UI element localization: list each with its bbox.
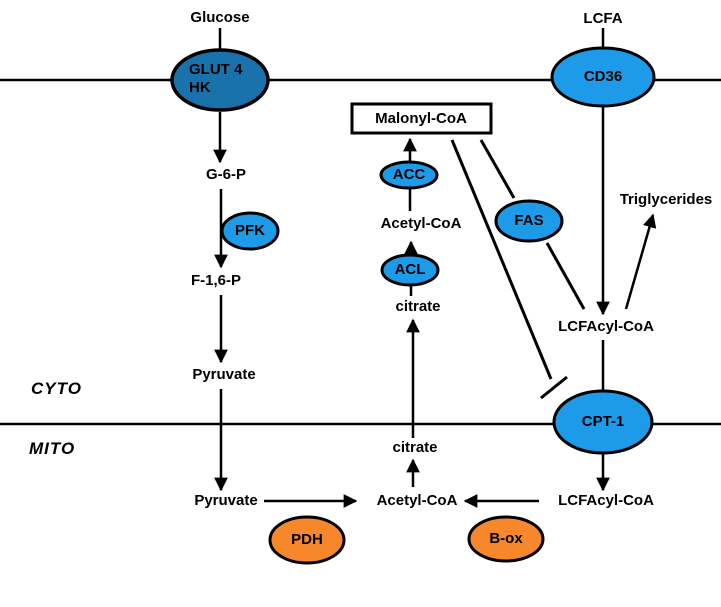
label-triglycerides: Triglycerides [619, 191, 713, 208]
edge-fas-lcfacylcoa [545, 242, 586, 310]
beta-ox-node [467, 515, 545, 563]
label-pdh: PDH [291, 531, 323, 548]
label-glut4: GLUT 4 [189, 61, 243, 78]
label-lcfa: LCFA [583, 10, 623, 27]
edge-malonylcoa-fas [479, 139, 516, 199]
label-acetyl-coa-mito: Acetyl-CoA [376, 492, 458, 509]
pfk-node [220, 211, 280, 251]
label-pfk: PFK [235, 222, 265, 239]
label-hk: HK [189, 79, 211, 96]
cpt1-node [552, 389, 654, 455]
label-g6p: G-6-P [205, 166, 247, 183]
label-citrate-mito: citrate [392, 439, 438, 456]
fas-node [494, 199, 564, 243]
pdh-node [268, 515, 346, 565]
label-cd36: CD36 [583, 68, 623, 85]
label-acetyl-coa-cyto: Acetyl-CoA [380, 215, 462, 232]
cd36-node [550, 46, 656, 108]
label-malonyl-coa: Malonyl-CoA [375, 110, 467, 127]
acc-node [379, 160, 439, 190]
arrow-lcfacylcoa-triglycerides [624, 213, 657, 310]
label-acc: ACC [392, 166, 426, 183]
glut4-hk-node [170, 48, 270, 112]
label-lcfacyl-coa-mito: LCFAcyl-CoA [558, 492, 654, 509]
inhibition-malonylcoa-cpt1 [450, 139, 553, 380]
label-glucose: Glucose [190, 9, 250, 26]
malonylcoa-box [350, 102, 493, 135]
label-glut4-hk: GLUT 4 HK [189, 61, 242, 97]
label-pyruvate-cyto: Pyruvate [192, 366, 256, 383]
label-acl: ACL [394, 261, 426, 278]
label-f16p: F-1,6-P [190, 272, 242, 289]
inhibition-bar [540, 375, 568, 400]
label-mito: MITO [29, 439, 76, 458]
label-beta-ox: B-ox [489, 530, 523, 547]
label-fas: FAS [514, 212, 544, 229]
acl-node [380, 253, 440, 287]
label-cyto: CYTO [31, 379, 82, 398]
label-pyruvate-mito: Pyruvate [194, 492, 258, 509]
label-lcfacyl-coa-cyto: LCFAcyl-CoA [558, 318, 654, 335]
label-citrate-cyto: citrate [395, 298, 441, 315]
label-cpt1: CPT-1 [581, 413, 625, 430]
